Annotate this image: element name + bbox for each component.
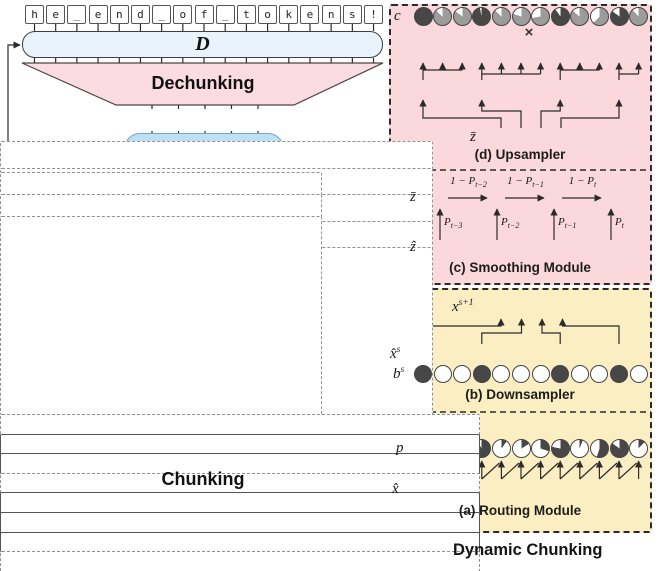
- token-box: f: [194, 5, 214, 24]
- routing-caption: (a) Routing Module: [458, 503, 582, 518]
- multiply-symbol: ×: [524, 24, 534, 41]
- token-box: e: [46, 5, 66, 24]
- decoder-box: D: [22, 31, 383, 58]
- boundary-prob-pie: [570, 439, 590, 458]
- confidence-pie: [452, 7, 472, 26]
- token-box: n: [109, 5, 129, 24]
- boundary-indicator-dot: [531, 365, 550, 383]
- confidence-pie: [629, 7, 649, 26]
- token-box: d: [130, 5, 150, 24]
- boundary-prob-pie: [511, 439, 531, 458]
- confidence-pie: [570, 7, 590, 26]
- token-box: o: [258, 5, 278, 24]
- boundary-prob-pie: [550, 439, 570, 458]
- wire: [618, 462, 638, 480]
- arrow: [419, 99, 502, 128]
- boundary-indicator-dot: [453, 365, 472, 383]
- boundary-indicator-dot: [629, 365, 648, 383]
- token-box: n: [321, 5, 341, 24]
- dechunking-trapezoid: [21, 62, 384, 106]
- boundary-prob-pie: [629, 439, 649, 458]
- confidence-pie: [589, 7, 609, 26]
- boundary-prob-label: Pt: [615, 216, 624, 231]
- boundary-indicator-dot: [512, 365, 530, 383]
- upsampler-caption: (d) Upsampler: [474, 147, 566, 162]
- token-box: s: [342, 5, 362, 24]
- b-s-label: bs: [393, 365, 405, 382]
- arrow: [558, 318, 620, 344]
- input-vector: [0, 551, 480, 571]
- decoder-label: D: [195, 33, 210, 55]
- smoothing-zhat-label: ẑ: [410, 239, 416, 255]
- boundary-prob-pie: [609, 439, 629, 458]
- token-box: _: [67, 5, 87, 24]
- arrow: [540, 99, 564, 128]
- arrow: [560, 99, 623, 128]
- boundary-prob-label: Pt−2: [501, 216, 520, 231]
- token-box: h: [25, 5, 44, 24]
- boundary-prob-pie: [491, 439, 511, 458]
- wire: [481, 462, 500, 480]
- confidence-pie: [531, 7, 551, 26]
- ema-weight-label: 1 − Pt−2: [450, 175, 487, 190]
- token-box: e: [88, 5, 108, 24]
- boundary-prob-pie: [589, 439, 609, 458]
- token-box: !: [364, 5, 384, 24]
- boundary-indicator-dot: [492, 365, 511, 383]
- boundary-indicator-dot: [551, 365, 570, 383]
- xhat-s-label: x̂s: [390, 345, 401, 362]
- arrow: [478, 99, 522, 128]
- wire: [598, 462, 618, 480]
- confidence-pie: [433, 7, 453, 26]
- token-box: _: [152, 5, 172, 24]
- boundary-indicator-dot: [590, 365, 609, 383]
- arrow: [422, 318, 505, 344]
- arrow: [538, 318, 561, 344]
- arrow: [481, 318, 526, 344]
- token-box: _: [215, 5, 235, 24]
- wire: [520, 462, 540, 480]
- confidence-pie: [472, 7, 492, 26]
- boundary-indicator-dot: [472, 365, 491, 383]
- boundary-indicator-dot: [414, 365, 432, 383]
- wire: [559, 462, 579, 480]
- boundary-indicator-dot: [433, 365, 452, 383]
- smoothing-zbar-label: z̄: [410, 189, 416, 205]
- wire: [500, 462, 520, 480]
- confidence-label: c: [394, 8, 401, 24]
- wire: [540, 462, 559, 480]
- boundary-prob-pie: [531, 439, 551, 458]
- chunking-label: Chunking: [161, 469, 245, 489]
- dechunking-label: Dechunking: [151, 73, 255, 93]
- token-box: o: [173, 5, 193, 24]
- ema-weight-label: 1 − Pt: [568, 175, 597, 190]
- upsampler-zbar-label: z̄: [470, 129, 476, 145]
- confidence-pie: [413, 7, 433, 26]
- confidence-pie: [511, 7, 531, 26]
- wire: [579, 462, 598, 480]
- confidence-pie: [609, 7, 629, 26]
- confidence-pie: [491, 7, 511, 26]
- confidence-pie: [550, 7, 570, 26]
- downsampler-caption: (b) Downsampler: [465, 387, 575, 402]
- token-box: k: [279, 5, 299, 24]
- legend-label: Dynamic Chunking: [453, 541, 603, 559]
- xs1-label: xs+1: [452, 298, 474, 315]
- boundary-prob-label: Pt−1: [558, 216, 577, 231]
- xhat-label: x̂: [392, 481, 399, 497]
- boundary-indicator-dot: [570, 365, 589, 383]
- ema-weight-label: 1 − Pt−1: [507, 175, 544, 190]
- boundary-indicator-dot: [610, 365, 628, 383]
- smoothing-caption: (c) Smoothing Module: [449, 260, 591, 275]
- token-box: t: [236, 5, 256, 24]
- token-box: e: [300, 5, 320, 24]
- boundary-prob-label: Pt−3: [444, 216, 463, 231]
- p-label: p: [396, 440, 404, 456]
